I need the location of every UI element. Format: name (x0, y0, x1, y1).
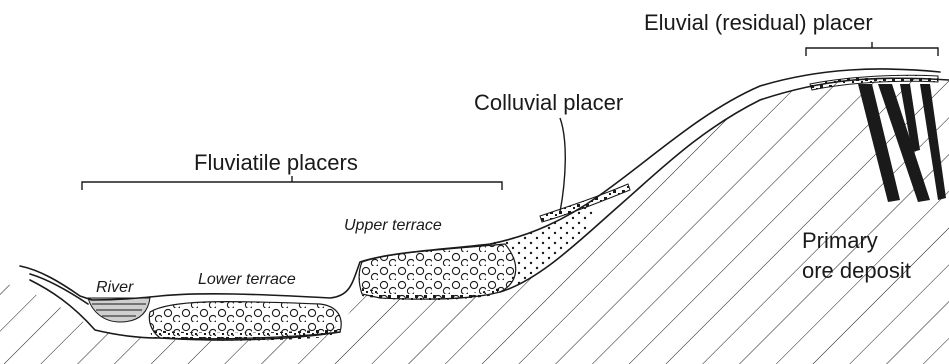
fluviatile-bracket (82, 176, 502, 190)
eluvial-bracket (806, 42, 938, 56)
lower-terrace-label: Lower terrace (198, 271, 296, 288)
colluvial-leader-line (560, 118, 565, 212)
primary-label-line1: Primary (802, 228, 878, 253)
colluvial-placer-label: Colluvial placer (474, 90, 623, 115)
primary-label-line2: ore deposit (802, 258, 911, 283)
fluviatile-placers-label: Fluviatile placers (194, 150, 358, 175)
eluvial-placer-label: Eluvial (residual) placer (644, 10, 873, 35)
river-label: River (96, 279, 134, 296)
upper-terrace-label: Upper terrace (344, 217, 442, 234)
